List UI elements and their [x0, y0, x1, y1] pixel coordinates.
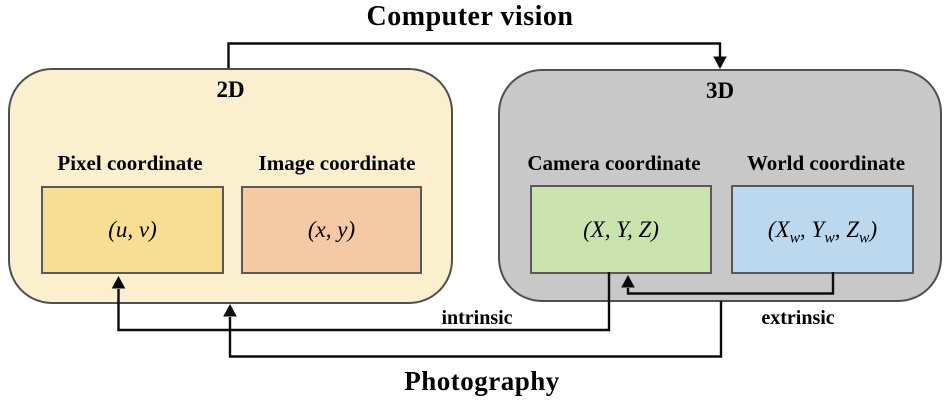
- photography-title: Photography: [404, 366, 560, 396]
- world-coordinate-label: World coordinate: [746, 151, 906, 175]
- camera-coordinate-label: Camera coordinate: [527, 151, 701, 175]
- camera-coordinate-box: (X, Y, Z): [530, 185, 712, 274]
- group-2d: 2D Pixel coordinate Image coordinate (u,…: [8, 68, 453, 304]
- camera-coordinate-formula: (X, Y, Z): [583, 216, 659, 242]
- world-coordinate-formula: (Xw, Yw, Zw): [767, 216, 878, 247]
- group-3d-title: 3D: [705, 78, 735, 103]
- intrinsic-label: intrinsic: [441, 307, 513, 329]
- pixel-coordinate-box: (u, v): [41, 186, 224, 274]
- group-2d-title: 2D: [216, 77, 245, 102]
- world-coordinate-box: (Xw, Yw, Zw): [731, 185, 914, 274]
- computer-vision-arrow: [227, 42, 727, 69]
- pixel-coordinate-label: Pixel coordinate: [57, 151, 203, 175]
- image-coordinate-box: (x, y): [241, 186, 422, 274]
- image-coordinate-formula: (x, y): [307, 217, 356, 242]
- group-3d: 3D Camera coordinate World coordinate (X…: [498, 69, 942, 302]
- computer-vision-title: Computer vision: [366, 1, 574, 32]
- extrinsic-label: extrinsic: [761, 307, 835, 329]
- pixel-coordinate-formula: (u, v): [108, 217, 157, 242]
- image-coordinate-label: Image coordinate: [258, 151, 416, 175]
